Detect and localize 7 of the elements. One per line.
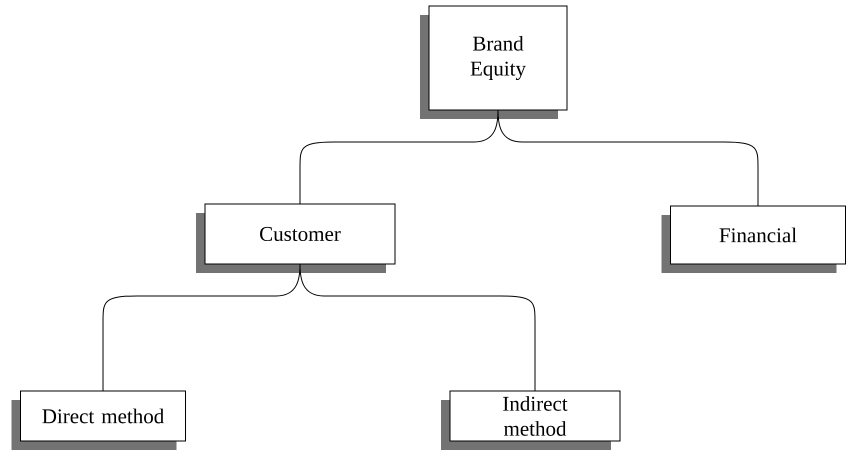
connector — [300, 264, 536, 391]
process-box: Indirect method — [441, 390, 620, 450]
process-box: Customer — [196, 203, 396, 273]
connector — [498, 110, 758, 206]
process-box: Direct method — [12, 390, 186, 450]
process-box: Financial — [662, 205, 846, 273]
process-box: Brand Equity — [420, 6, 568, 119]
